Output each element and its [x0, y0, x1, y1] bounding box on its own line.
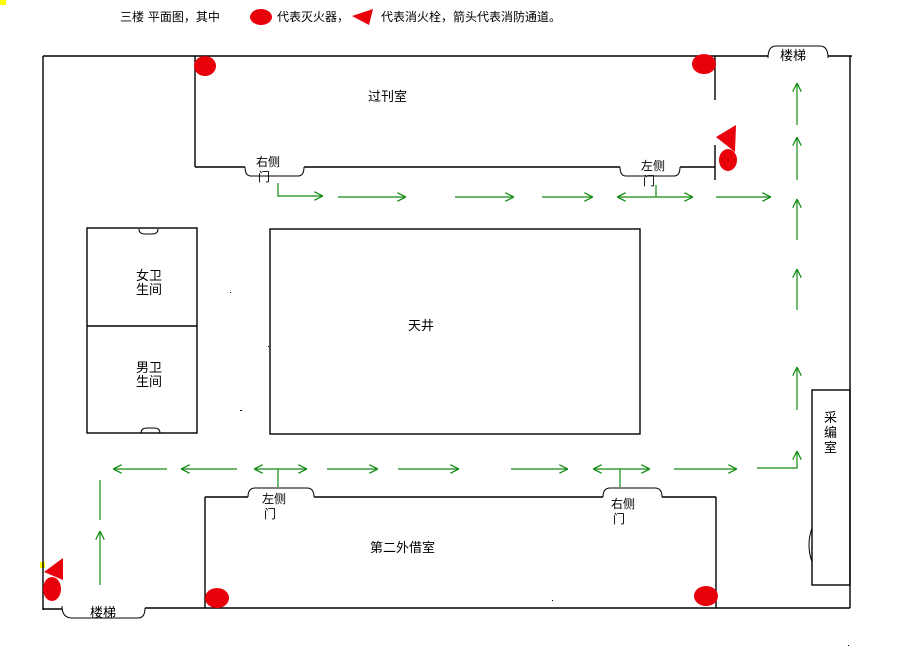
door-left-bottom: 左侧 门	[247, 487, 315, 521]
corner-mark-top	[0, 0, 6, 5]
door-left-bottom-label-a: 左侧	[262, 491, 286, 506]
legend-text-1: 三楼 平面图，其中	[120, 9, 220, 24]
legend-text-3: 代表消火栓，箭头代表消防通道。	[381, 9, 561, 24]
legend: 三楼 平面图，其中 代表灭火器， 代表消火栓，箭头代表消防通道。	[120, 9, 561, 25]
door-left-top: 左侧 门	[619, 158, 681, 188]
extinguisher-icon	[692, 54, 716, 74]
extinguisher-icon	[205, 588, 229, 608]
evacuation-arrows	[100, 84, 797, 585]
hydrant-icon	[44, 558, 63, 580]
legend-hydrant-icon	[352, 9, 373, 25]
door-left-top-label-a: 左侧	[641, 158, 665, 173]
fire-hydrants	[44, 125, 736, 580]
stairs-bottom: 楼梯	[61, 605, 146, 621]
legend-text-2: 代表灭火器，	[277, 10, 349, 24]
room-guokan: 过刊室	[194, 56, 716, 180]
room-guokan-label: 过刊室	[368, 89, 407, 105]
specks	[230, 292, 849, 646]
legend-extinguisher-icon	[250, 9, 272, 25]
door-left-top-label-b: 门	[643, 173, 655, 188]
door-right-top-label-a: 右侧	[256, 154, 280, 169]
restroom-women-label-1: 女卫	[136, 268, 162, 284]
door-right-top-label-b: 门	[258, 169, 270, 184]
room-waijie-label: 第二外借室	[370, 540, 435, 556]
door-right-bottom-label-b: 门	[613, 511, 625, 526]
fire-extinguishers	[43, 54, 737, 608]
stairs-bottom-label: 楼梯	[90, 606, 116, 621]
room-caibian: 采编室	[808, 389, 851, 586]
door-right-bottom: 右侧 门	[602, 487, 663, 526]
hydrant-icon	[716, 125, 736, 152]
stairs-top-label: 楼梯	[780, 49, 806, 64]
restroom-men-label-2: 生间	[136, 375, 162, 390]
restrooms: 女卫 生间 男卫 生间	[86, 227, 198, 434]
room-caibian-label-1: 采编室	[824, 411, 837, 456]
extinguisher-icon	[694, 586, 718, 606]
extinguisher-icon	[194, 56, 216, 76]
courtyard-label: 天井	[408, 319, 434, 334]
extinguisher-icon	[43, 577, 61, 601]
door-left-bottom-label-b: 门	[264, 506, 276, 521]
restroom-women-label-2: 生间	[136, 283, 162, 298]
arrow-east	[277, 183, 322, 196]
arrow-north	[757, 452, 797, 469]
door-right-bottom-label-a: 右侧	[611, 496, 635, 511]
door-right-top: 右侧 门	[244, 154, 305, 184]
stairs-top: 楼梯	[767, 45, 829, 64]
restroom-men-label-1: 男卫	[136, 361, 162, 376]
room-waijie: 第二外借室	[204, 496, 717, 608]
extinguisher-icon	[719, 149, 737, 171]
courtyard: 天井	[269, 228, 641, 435]
